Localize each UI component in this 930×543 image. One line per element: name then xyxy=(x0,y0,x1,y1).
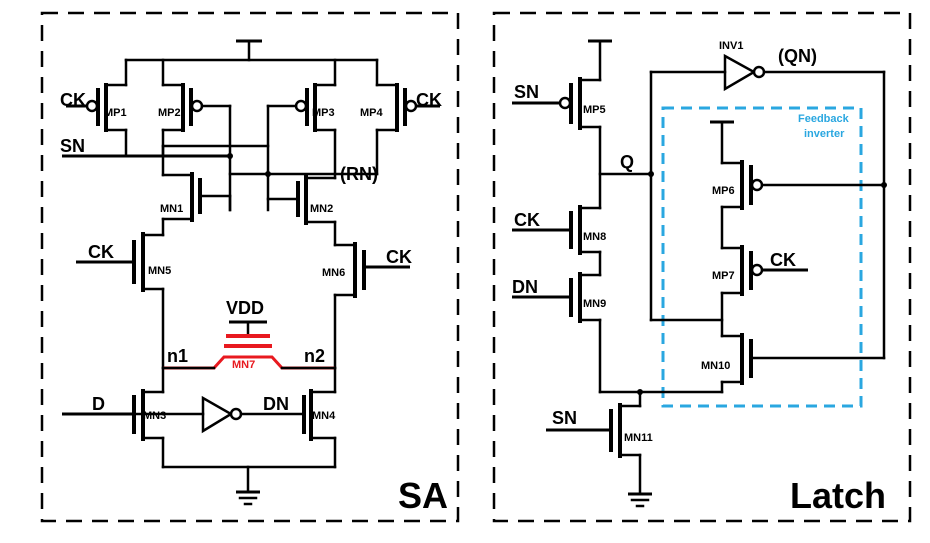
mn6-label: MN6 xyxy=(322,267,345,279)
latch-supply-symbol xyxy=(588,39,612,82)
mp3-transistor xyxy=(266,83,337,176)
qn-label: (QN) xyxy=(778,46,817,66)
sn-label-latch-top: SN xyxy=(514,82,539,102)
q-node xyxy=(598,70,727,322)
mp2-transistor xyxy=(161,83,232,158)
sa-title: SA xyxy=(398,475,448,516)
latch-title: Latch xyxy=(790,475,886,516)
sa-supply-symbol xyxy=(124,39,379,87)
mn7-transistor xyxy=(161,320,337,370)
sa-ground-symbol xyxy=(161,465,337,506)
mn8-label: MN8 xyxy=(583,231,606,243)
mn8-transistor xyxy=(512,205,602,277)
mn3-label: MN3 xyxy=(143,410,166,422)
ck-label-mp7: CK xyxy=(770,250,796,270)
sn-label-sa: SN xyxy=(60,136,85,156)
mn4-label: MN4 xyxy=(312,410,336,422)
latch-boundary xyxy=(492,11,912,523)
feedback-inverter-box xyxy=(661,106,863,408)
mp7-transistor xyxy=(720,245,808,338)
latch-common-node xyxy=(598,389,724,408)
mn9-label: MN9 xyxy=(583,298,606,310)
latch-ground-symbol xyxy=(628,492,652,508)
mn1-label: MN1 xyxy=(160,203,183,215)
mn10-label: MN10 xyxy=(701,360,730,372)
ck-label-right: CK xyxy=(416,90,442,110)
sa-interconnect xyxy=(62,104,379,212)
mn2-label: MN2 xyxy=(310,203,333,215)
mp4-label: MP4 xyxy=(360,107,384,119)
feedback-label-line1: Feedback xyxy=(798,113,850,125)
sa-inverter xyxy=(132,395,306,434)
sa-block: CK CK SN (RN) CK CK VDD n1 n2 D DN MP1 M… xyxy=(40,11,460,523)
mn2-transistor xyxy=(266,175,337,247)
vdd-label: VDD xyxy=(226,298,264,318)
mn6-transistor xyxy=(333,242,410,370)
n2-label: n2 xyxy=(304,346,325,366)
sa-boundary xyxy=(40,11,460,523)
mn9-transistor xyxy=(512,272,602,394)
inv1-label: INV1 xyxy=(719,40,743,52)
mn7-label: MN7 xyxy=(232,359,255,371)
mp6-transistor xyxy=(710,120,887,250)
d-label: D xyxy=(92,394,105,414)
mp5-transistor xyxy=(512,77,602,210)
mn4-transistor xyxy=(302,366,337,469)
feedback-label-line2: inverter xyxy=(804,128,845,140)
ck-label-mn6: CK xyxy=(386,247,412,267)
dn-label-latch: DN xyxy=(512,277,538,297)
q-label: Q xyxy=(620,152,634,172)
mp7-label: MP7 xyxy=(712,270,735,282)
inv1-inverter xyxy=(723,53,886,360)
sn-label-latch-bottom: SN xyxy=(552,408,577,428)
mn10-transistor xyxy=(649,318,886,394)
ck-label-mn8: CK xyxy=(514,210,540,230)
dn-label-sa: DN xyxy=(263,394,289,414)
ck-label-left: CK xyxy=(60,90,86,110)
mp3-label: MP3 xyxy=(312,107,335,119)
mp6-label: MP6 xyxy=(712,185,735,197)
mp1-label: MP1 xyxy=(104,107,127,119)
mp2-label: MP2 xyxy=(158,107,181,119)
mp5-label: MP5 xyxy=(583,104,606,116)
mn11-transistor xyxy=(546,403,642,496)
mp4-transistor xyxy=(375,83,440,176)
ck-label-mn5: CK xyxy=(88,242,114,262)
latch-block: SN Q (QN) CK DN CK SN INV1 MP5 MN8 MN9 M… xyxy=(492,11,912,523)
mn5-transistor xyxy=(76,232,165,370)
mn11-label: MN11 xyxy=(624,432,653,444)
mn5-label: MN5 xyxy=(148,265,171,277)
mn1-transistor xyxy=(161,172,232,237)
rn-label: (RN) xyxy=(340,164,378,184)
n1-label: n1 xyxy=(167,346,188,366)
mp1-transistor xyxy=(66,83,128,158)
